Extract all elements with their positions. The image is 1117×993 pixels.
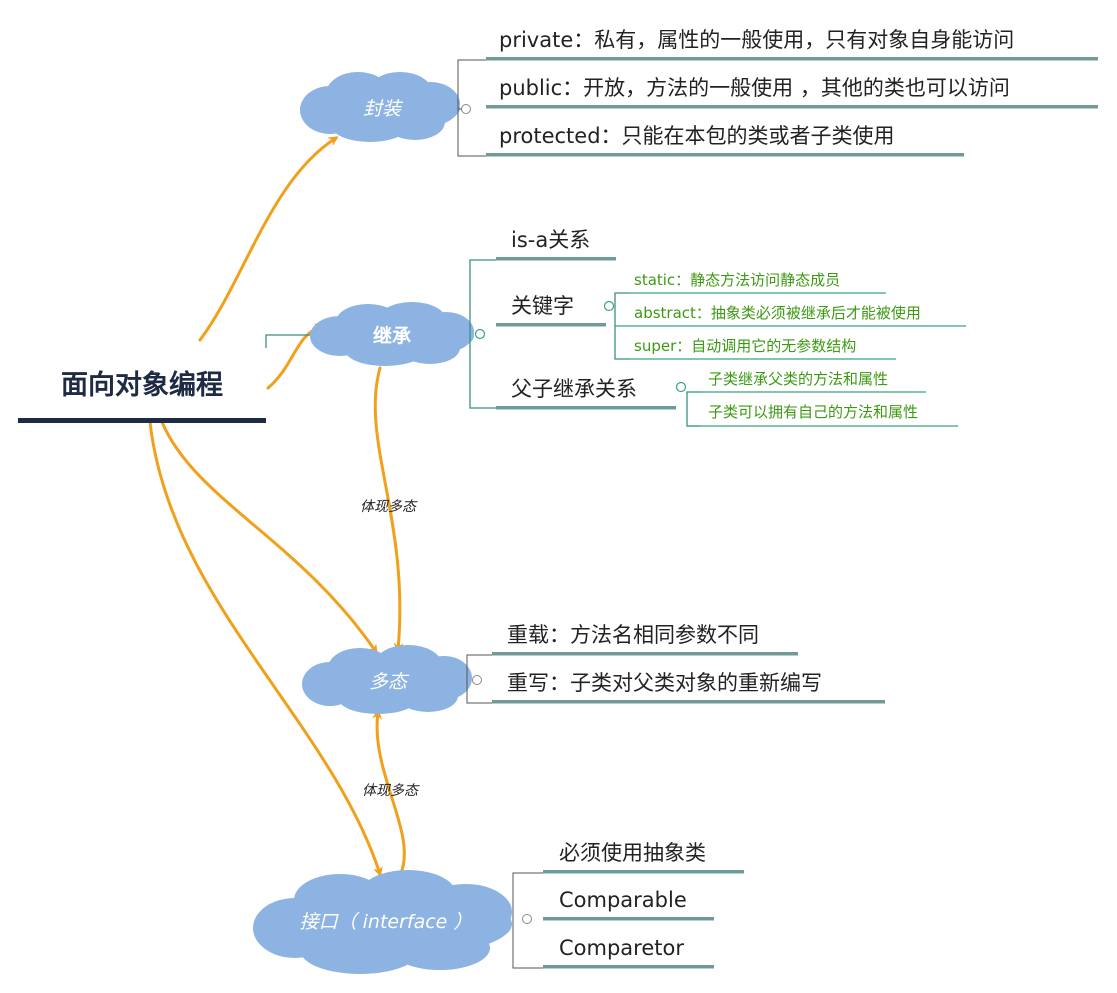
poly-item-override: 重写：子类对父类对象的重新编写	[492, 671, 885, 704]
cloud-shape	[300, 72, 460, 142]
bracket-interface	[512, 872, 543, 969]
arrow-root-to-encapsulation	[198, 136, 339, 342]
svg-text:重载：方法名相同参数不同: 重载：方法名相同参数不同	[507, 623, 759, 647]
svg-text:super：自动调用它的无参数结构: super：自动调用它的无参数结构	[634, 337, 856, 355]
interface-item-abstract: 必须使用抽象类	[543, 841, 744, 874]
poly-item-overload: 重载：方法名相同参数不同	[492, 623, 798, 656]
bracket-parent-child	[686, 391, 700, 427]
topic-inheritance[interactable]: 继承	[310, 302, 474, 366]
collapse-toggle-inheritance[interactable]	[474, 328, 486, 340]
inherit-item-parent-child: 父子继承关系	[496, 377, 676, 410]
topic-label: 接口（ interface ）	[300, 911, 473, 933]
svg-text:父子继承关系: 父子继承关系	[511, 377, 637, 401]
svg-text:private：私有，属性的一般使用，只有对象自身能访问: private：私有，属性的一般使用，只有对象自身能访问	[499, 28, 1014, 52]
svg-text:static：静态方法访问静态成员: static：静态方法访问静态成员	[634, 271, 840, 289]
svg-text:abstract：抽象类必须被继承后才能被使用: abstract：抽象类必须被继承后才能被使用	[634, 304, 921, 322]
keyword-abstract: abstract：抽象类必须被继承后才能被使用	[615, 304, 966, 327]
collapse-toggle-polymorphism[interactable]	[472, 675, 482, 685]
svg-text:关键字: 关键字	[511, 294, 574, 318]
topic-polymorphism[interactable]: 多态	[302, 645, 472, 714]
svg-text:protected：只能在本包的类或者子类使用: protected：只能在本包的类或者子类使用	[499, 124, 895, 148]
arrow-root-to-interface	[148, 420, 383, 877]
topic-label: 封装	[363, 98, 404, 120]
collapse-toggle-interface[interactable]	[522, 914, 532, 924]
svg-text:重写：子类对父类对象的重新编写: 重写：子类对父类对象的重新编写	[507, 671, 822, 695]
relation-label-interface-polymorphism: 体现多态	[362, 783, 420, 799]
bracket-inheritance	[469, 259, 496, 409]
svg-text:子类继承父类的方法和属性: 子类继承父类的方法和属性	[708, 370, 888, 388]
bracket-encapsulation	[457, 59, 486, 157]
svg-text:必须使用抽象类: 必须使用抽象类	[559, 841, 706, 865]
topic-label: 继承	[373, 324, 411, 347]
topic-interface[interactable]: 接口（ interface ）	[253, 870, 512, 974]
keyword-super: super：自动调用它的无参数结构	[630, 337, 896, 360]
interface-item-comparetor: Comparetor	[543, 936, 714, 969]
svg-text:Comparable: Comparable	[559, 888, 687, 912]
svg-text:子类可以拥有自己的方法和属性: 子类可以拥有自己的方法和属性	[708, 403, 918, 421]
arrow-root-to-polymorphism	[160, 420, 378, 655]
arrow-inheritance-to-polymorphism	[373, 366, 404, 653]
encap-item-public: public：开放，方法的一般使用 ，其他的类也可以访问	[486, 76, 1098, 109]
interface-item-comparable: Comparable	[543, 888, 714, 921]
parent-child-own: 子类可以拥有自己的方法和属性	[687, 403, 958, 427]
collapse-toggle-keywords[interactable]	[603, 300, 615, 312]
collapse-toggle-encapsulation[interactable]	[461, 104, 471, 114]
svg-text:public：开放，方法的一般使用 ，其他的类也可以访问: public：开放，方法的一般使用 ，其他的类也可以访问	[499, 76, 1010, 100]
svg-text:Comparetor: Comparetor	[559, 936, 684, 960]
inherit-item-isa: is-a关系	[496, 228, 616, 261]
cloud-shape	[253, 870, 512, 974]
collapse-toggle-parent-child[interactable]	[675, 381, 687, 393]
root-underline	[18, 418, 266, 423]
cloud-shape	[310, 302, 474, 366]
parent-child-inherit: 子类继承父类的方法和属性	[700, 370, 926, 393]
topic-label: 多态	[369, 671, 410, 693]
inherit-item-keywords: 关键字	[496, 294, 606, 327]
topic-encapsulation[interactable]: 封装	[300, 72, 460, 142]
bracket-polymorphism	[466, 654, 492, 704]
encap-item-protected: protected：只能在本包的类或者子类使用	[486, 124, 964, 157]
arrow-interface-to-polymorphism	[372, 709, 406, 872]
svg-text:is-a关系: is-a关系	[511, 228, 590, 252]
relation-label-inheritance-polymorphism: 体现多态	[360, 499, 418, 515]
cloud-shape	[302, 645, 472, 714]
inheritance-connector	[265, 334, 322, 348]
encap-item-private: private：私有，属性的一般使用，只有对象自身能访问	[486, 28, 1098, 61]
keyword-static: static：静态方法访问静态成员	[630, 271, 886, 294]
root-label: 面向对象编程	[61, 369, 223, 401]
root-node[interactable]: 面向对象编程	[18, 369, 266, 423]
